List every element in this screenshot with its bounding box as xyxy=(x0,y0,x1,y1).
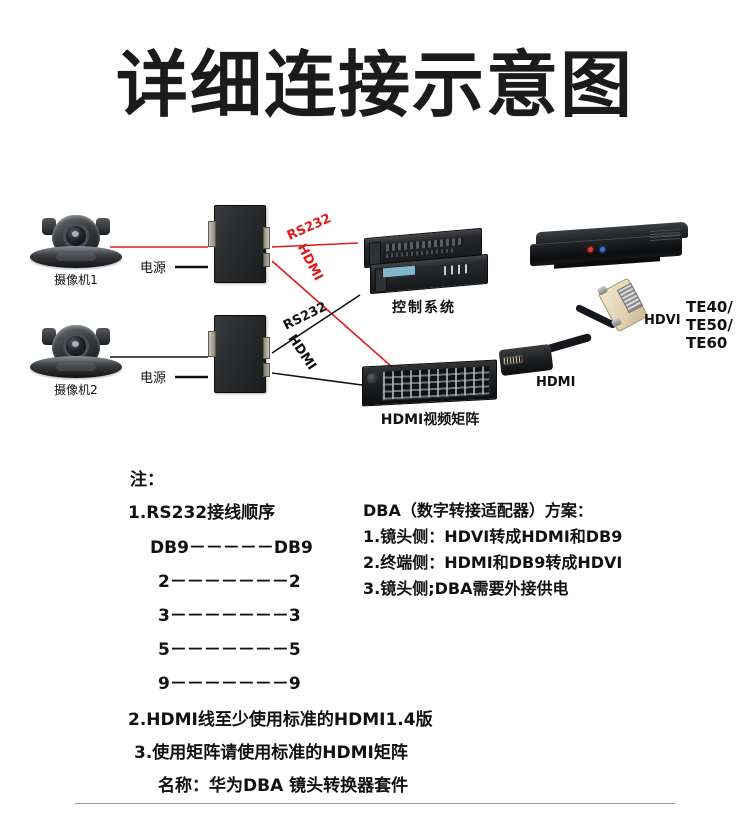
dba-port-right-rs232-icon xyxy=(263,337,270,359)
connection-diagram: 摄像机1 摄像机2 电源 电源 RS232 xyxy=(0,185,750,440)
dba-note-1: 1.镜头侧：HDVI转成HDMI和DB9 xyxy=(363,527,623,546)
camera-ear-right-icon xyxy=(96,218,110,235)
camera-ear-right-icon xyxy=(96,328,110,345)
dba-port-left-icon xyxy=(208,331,216,357)
hdmi-matrix-label: HDMI视频矩阵 xyxy=(380,412,480,428)
camera-lens-icon xyxy=(63,333,89,359)
dba-body-icon xyxy=(214,315,266,393)
page-title: 详细连接示意图 xyxy=(115,43,634,127)
note-item-4-name: 名称：华为DBA 镜头转换器套件 xyxy=(158,776,409,796)
hdmi-connector-label: HDMI xyxy=(536,375,576,390)
dba-port-right-hdmi-icon xyxy=(263,253,270,267)
camera-1: 摄像机1 xyxy=(30,213,122,287)
pin-row-db9: DB9－－－－－DB9 xyxy=(150,538,313,558)
hdmi-female-adapter: HDMI xyxy=(498,332,596,393)
footer-divider xyxy=(75,803,675,804)
terminal-model-line-3: TE60 xyxy=(686,334,728,352)
pin-row-9: 9－－－－－－－9 xyxy=(158,674,301,694)
terminal-model-line-1: TE40/ xyxy=(686,298,733,316)
camera-2: 摄像机2 xyxy=(30,323,122,397)
camera-2-label: 摄像机2 xyxy=(54,383,98,397)
notes-heading: 注： xyxy=(130,470,164,490)
camera-1-label: 摄像机1 xyxy=(54,273,98,287)
dba-port-right-hdmi-icon xyxy=(263,363,270,377)
terminal-vent-icon xyxy=(650,228,680,242)
control-system: 控制系统 xyxy=(360,227,488,316)
control-system-label: 控制系统 xyxy=(392,300,456,316)
dba-adapter-2 xyxy=(208,315,270,393)
camera-base-icon xyxy=(30,356,122,378)
dba-port-right-rs232-icon xyxy=(263,227,270,249)
hdvi-connector: HDVI xyxy=(574,277,681,347)
hdvi-label: HDVI xyxy=(644,313,681,328)
dba-body-icon xyxy=(214,205,266,283)
notes-section: 注： 1.RS232接线顺序 DB9－－－－－DB9 2－－－－－－－2 3－－… xyxy=(0,455,750,796)
dba-note-3: 3.镜头侧;DBA需要外接供电 xyxy=(363,579,569,598)
power-label-1: 电源 xyxy=(140,261,167,276)
matrix-port-grid-icon xyxy=(382,365,490,401)
note-item-2: 2.HDMI线至少使用标准的HDMI1.4版 xyxy=(128,710,433,730)
note-item-3: 3.使用矩阵请使用标准的HDMI矩阵 xyxy=(134,743,408,763)
hdmi-video-matrix: HDMI视频矩阵 xyxy=(362,359,497,428)
te-terminal-device xyxy=(530,221,690,273)
dba-adapter-1 xyxy=(208,205,270,283)
terminal-model-line-2: TE50/ xyxy=(686,316,733,334)
dba-note-2: 2.终端侧：HDMI和DB9转成HDVI xyxy=(363,553,623,572)
note-item-1: 1.RS232接线顺序 xyxy=(128,503,276,523)
pin-row-3: 3－－－－－－－3 xyxy=(158,606,301,626)
dba-port-left-icon xyxy=(208,221,216,247)
pin-row-2: 2－－－－－－－2 xyxy=(158,572,301,592)
camera-base-icon xyxy=(30,246,122,268)
dba-notes-heading: DBA（数字转接适配器）方案： xyxy=(363,501,593,520)
pin-row-5: 5－－－－－－－5 xyxy=(158,640,301,660)
wire-layer xyxy=(110,242,393,386)
power-label-2: 电源 xyxy=(140,371,167,386)
